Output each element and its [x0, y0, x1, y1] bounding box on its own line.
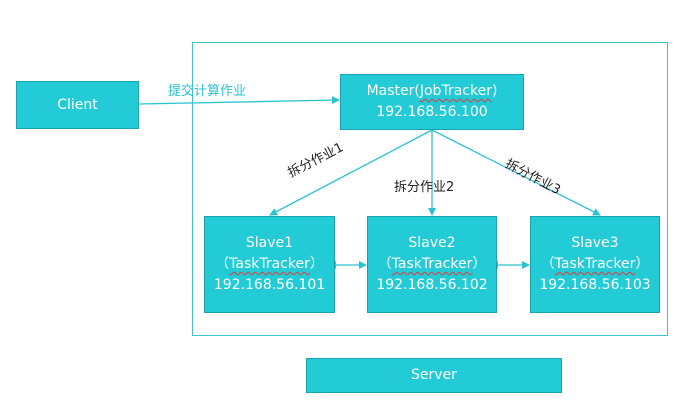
slave3-paren-close: ） [635, 256, 650, 272]
slave2-role: TaskTracker [391, 256, 473, 272]
server-label: Server [411, 367, 457, 383]
master-close-paren: ) [491, 83, 498, 99]
split-arrow-1 [269, 129, 433, 216]
client-label: Client [57, 96, 98, 113]
server-cluster-frame [192, 42, 668, 336]
client-box: Client [16, 81, 139, 129]
slave3-box: Slave3 （TaskTracker） 192.168.56.103 [530, 216, 660, 313]
slave1-ip: 192.168.56.101 [213, 277, 326, 293]
server-box: Server [306, 358, 562, 393]
slave3-name: Slave3 [571, 235, 619, 251]
master-title: Master(JobTracker) [367, 81, 498, 102]
slave1-box: Slave1 （TaskTracker） 192.168.56.101 [204, 216, 335, 313]
submit-arrow [138, 96, 340, 105]
slave2-paren-open: （ [377, 256, 392, 272]
split-arrow-3 [431, 129, 601, 216]
submit-job-label: 提交计算作业 [168, 84, 247, 99]
slave2-paren-close: ） [472, 256, 487, 272]
slave1-paren-open: （ [215, 256, 230, 272]
slave1-name: Slave1 [245, 235, 294, 251]
slave2-box: Slave2 （TaskTracker） 192.168.56.102 [367, 216, 497, 313]
master-box: Master(JobTracker) 192.168.56.100 [340, 74, 524, 130]
slave3-paren-open: （ [540, 256, 555, 272]
split-label-2: 拆分作业2 [394, 180, 455, 195]
slave1-role-line: （TaskTracker） [215, 254, 324, 275]
master-role: JobTracker [419, 83, 492, 99]
master-ip: 192.168.56.100 [376, 104, 488, 120]
slave2-name: Slave2 [408, 235, 456, 251]
slave1-role: TaskTracker [229, 256, 310, 272]
slave2-role-line: （TaskTracker） [378, 254, 487, 275]
master-name: Master( [366, 83, 420, 99]
slave3-ip: 192.168.56.103 [539, 277, 651, 293]
slave1-paren-close: ） [309, 256, 324, 272]
slave3-role: TaskTracker [554, 256, 636, 272]
slave2-ip: 192.168.56.102 [376, 277, 488, 293]
slave3-role-line: （TaskTracker） [541, 254, 650, 275]
